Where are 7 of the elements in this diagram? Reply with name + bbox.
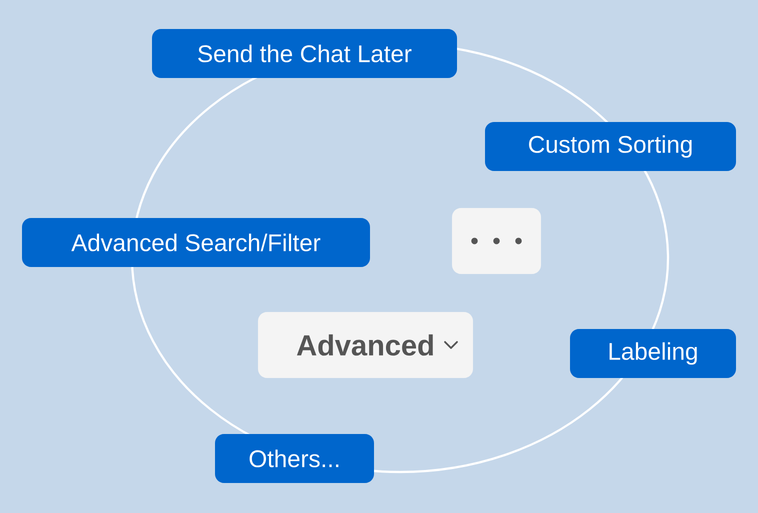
more-button — [452, 208, 541, 274]
label-pill: Advanced Search/Filter — [22, 218, 370, 267]
label-pill: Send the Chat Later — [152, 29, 457, 78]
label-pill: Custom Sorting — [485, 122, 736, 171]
label-pill: Labeling — [570, 329, 736, 378]
dropdown-button: Advanced — [258, 312, 473, 378]
label-pill: Others... — [215, 434, 374, 483]
